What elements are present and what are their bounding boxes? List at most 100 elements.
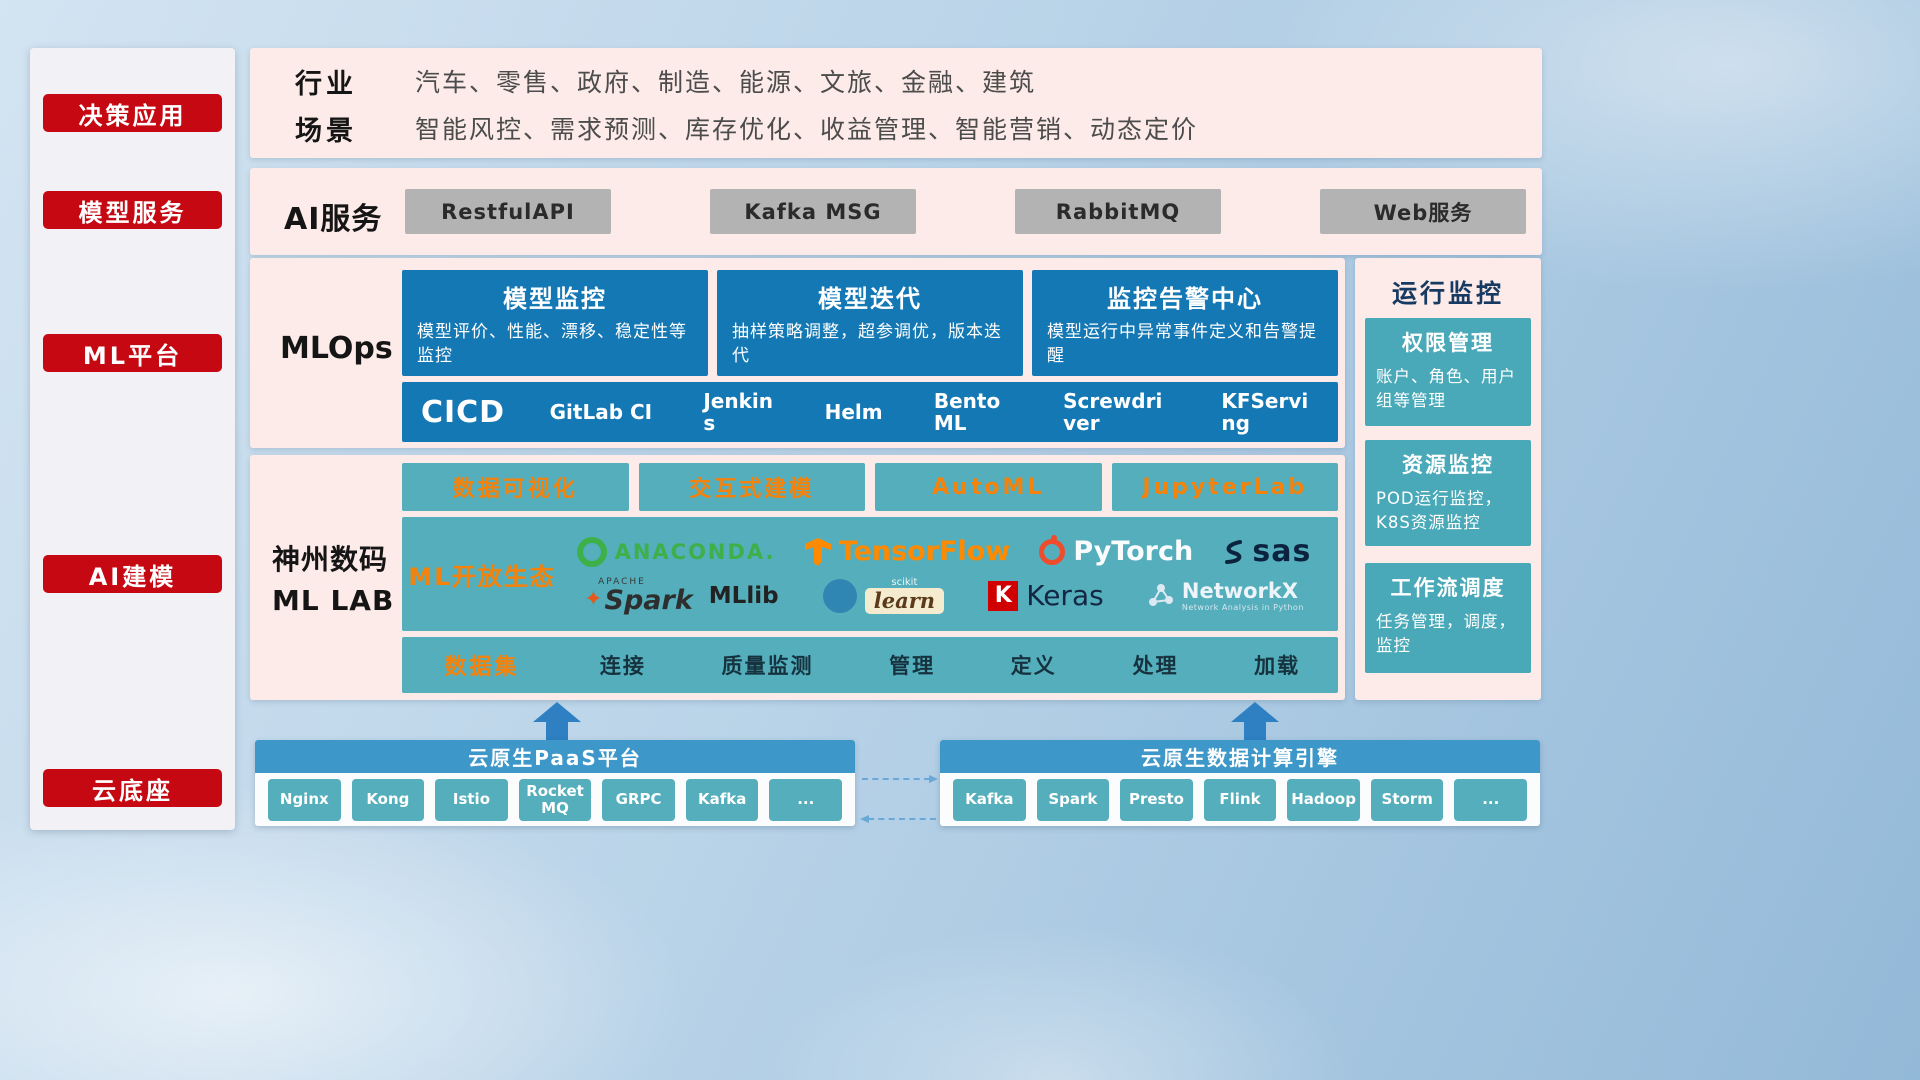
rail-item-ai-modeling: AI建模 — [43, 555, 222, 593]
networkx-wordmark: NetworkX Network Analysis in Python — [1182, 579, 1304, 612]
chip-presto: Presto — [1120, 779, 1193, 821]
cicd-bar: CICD GitLab CI Jenkins Helm BentoML Scre… — [402, 382, 1338, 442]
keras-logo: K Keras — [988, 579, 1104, 612]
cicd-items: GitLab CI Jenkins Helm BentoML Screwdriv… — [524, 390, 1338, 434]
card-title: 工作流调度 — [1390, 576, 1506, 600]
service-restfulapi: RestfulAPI — [405, 189, 611, 234]
scenario-label: 场景 — [295, 115, 357, 147]
tool-automl: AutoML — [875, 463, 1102, 511]
cicd-kfserving: KFServing — [1221, 389, 1309, 435]
card-desc: 模型运行中异常事件定义和告警提醒 — [1047, 322, 1317, 366]
networkx-logo: NetworkX Network Analysis in Python — [1148, 579, 1304, 612]
logo-row-1: ANACONDA. TensorFlow PyTorch sas — [562, 534, 1326, 569]
chip-grpc: GRPC — [602, 779, 675, 821]
ml-lab-label-line2: ML LAB — [272, 583, 395, 617]
industry-row: 行业 汽车、零售、政府、制造、能源、文旅、金融、建筑 — [295, 64, 1524, 100]
card-title: 监控告警中心 — [1107, 285, 1263, 313]
dataset-bar: 数据集 连接 质量监测 管理 定义 处理 加载 — [402, 637, 1338, 693]
ml-lab-label-line1: 神州数码 — [272, 543, 389, 576]
dataset-quality-monitoring: 质量监测 — [721, 654, 814, 678]
networkx-icon — [1148, 584, 1173, 607]
dataset-process: 处理 — [1132, 654, 1179, 678]
cicd-jenkins: Jenkins — [703, 389, 773, 435]
dashed-arrow-left — [860, 815, 936, 823]
data-engine-title: 云原生数据计算引擎 — [940, 740, 1540, 773]
card-title: 模型迭代 — [818, 285, 922, 313]
keras-icon: K — [988, 580, 1019, 611]
ai-service-buttons: RestfulAPI Kafka MSG RabbitMQ Web服务 — [405, 189, 1526, 234]
paas-items: Nginx Kong Istio RocketMQ GRPC Kafka ... — [255, 773, 855, 821]
scikit-learn-icon — [822, 578, 857, 613]
chip-nginx: Nginx — [268, 779, 341, 821]
dataset-define: 定义 — [1010, 654, 1057, 678]
cicd-screwdriver: Screwdriver — [1063, 389, 1163, 435]
scikit-text: scikit — [891, 577, 918, 589]
industry-scenario-panel: 行业 汽车、零售、政府、制造、能源、文旅、金融、建筑 场景 智能风控、需求预测、… — [250, 48, 1542, 158]
cicd-gitlab-ci: GitLab CI — [549, 400, 653, 424]
left-rail: 决策应用 模型服务 ML平台 AI建模 云底座 — [30, 48, 235, 830]
industry-value: 汽车、零售、政府、制造、能源、文旅、金融、建筑 — [415, 68, 1037, 97]
chip-more: ... — [1454, 779, 1528, 821]
pytorch-wordmark: PyTorch — [1073, 536, 1194, 568]
spark-star-icon: ✦ — [584, 587, 603, 612]
keras-wordmark: Keras — [1026, 579, 1104, 612]
ml-lab-tools: 数据可视化 交互式建模 AutoML JupyterLab — [402, 463, 1338, 511]
ml-open-ecosystem-box: ML开放生态 ANACONDA. TensorFlow PyTorch — [402, 517, 1338, 631]
run-monitoring-panel: 运行监控 权限管理 账户、角色、用户组等管理 资源监控 POD运行监控，K8S资… — [1355, 258, 1541, 700]
cicd-helm: Helm — [824, 400, 883, 424]
tool-interactive-modeling: 交互式建模 — [638, 463, 865, 511]
ecosystem-logos: ANACONDA. TensorFlow PyTorch sas — [562, 534, 1338, 614]
tool-jupyterlab: JupyterLab — [1111, 463, 1338, 511]
up-arrow-engine — [1231, 702, 1279, 740]
ml-lab-panel: 神州数码 ML LAB 数据可视化 交互式建模 AutoML JupyterLa… — [250, 455, 1345, 700]
data-engine-strip: 云原生数据计算引擎 Kafka Spark Presto Flink Hadoo… — [940, 740, 1540, 826]
rail-item-decision-app: 决策应用 — [43, 94, 222, 132]
scenario-value: 智能风控、需求预测、库存优化、收益管理、智能营销、动态定价 — [415, 115, 1199, 144]
sas-icon — [1225, 539, 1243, 564]
anaconda-logo: ANACONDA. — [576, 536, 776, 567]
chip-flink: Flink — [1203, 779, 1277, 821]
engine-items: Kafka Spark Presto Flink Hadoop Storm ..… — [940, 773, 1540, 821]
anaconda-icon — [576, 536, 607, 567]
anaconda-wordmark: ANACONDA. — [614, 539, 776, 564]
scikit-learn-logo: scikit learn — [822, 577, 945, 614]
rail-item-ml-platform: ML平台 — [43, 334, 222, 372]
service-rabbitmq: RabbitMQ — [1015, 189, 1221, 234]
logo-row-2: APACHE ✦ Spark MLlib scikit learn — [562, 576, 1326, 614]
paas-title: 云原生PaaS平台 — [255, 740, 855, 773]
card-title: 权限管理 — [1402, 331, 1494, 355]
chip-kafka: Kafka — [685, 779, 759, 821]
chip-rocketmq: RocketMQ — [518, 779, 592, 821]
networkx-subtitle: Network Analysis in Python — [1181, 602, 1304, 612]
pytorch-logo: PyTorch — [1039, 534, 1194, 568]
spark-wordmark: APACHE ✦ Spark — [584, 576, 693, 614]
ml-lab-label: 神州数码 ML LAB — [272, 540, 394, 621]
card-desc: 模型评价、性能、漂移、稳定性等监控 — [417, 322, 687, 366]
tensorflow-icon — [804, 537, 831, 566]
pytorch-icon — [1039, 534, 1066, 565]
mlops-cards: 模型监控 模型评价、性能、漂移、稳定性等监控 模型迭代 抽样策略调整，超参调优，… — [402, 270, 1338, 376]
sas-wordmark: sas — [1252, 534, 1312, 570]
paas-strip: 云原生PaaS平台 Nginx Kong Istio RocketMQ GRPC… — [255, 740, 855, 826]
dataset-items: 连接 质量监测 管理 定义 处理 加载 — [562, 650, 1338, 680]
chip-istio: Istio — [435, 779, 508, 821]
tensorflow-logo: TensorFlow — [804, 536, 1011, 568]
tensorflow-wordmark: TensorFlow — [838, 536, 1011, 568]
dataset-label: 数据集 — [444, 655, 520, 680]
rail-item-cloud-base: 云底座 — [43, 769, 222, 807]
chip-kong: Kong — [351, 779, 425, 821]
dataset-manage: 管理 — [889, 654, 936, 678]
chip-storm: Storm — [1370, 779, 1444, 821]
apache-text: APACHE — [598, 576, 646, 587]
card-model-monitoring: 模型监控 模型评价、性能、漂移、稳定性等监控 — [402, 270, 708, 376]
card-alert-center: 监控告警中心 模型运行中异常事件定义和告警提醒 — [1032, 270, 1338, 376]
learn-text: learn — [864, 588, 945, 614]
networkx-text: NetworkX — [1181, 578, 1299, 603]
arrow-head — [533, 702, 581, 722]
card-desc: 任务管理，调度，监控 — [1376, 612, 1516, 655]
service-web: Web服务 — [1320, 189, 1526, 234]
card-workflow-scheduling: 工作流调度 任务管理，调度，监控 — [1365, 563, 1531, 673]
cicd-bentoml: BentoML — [933, 389, 1001, 435]
chip-more: ... — [769, 779, 843, 821]
dataset-load: 加载 — [1254, 654, 1301, 678]
